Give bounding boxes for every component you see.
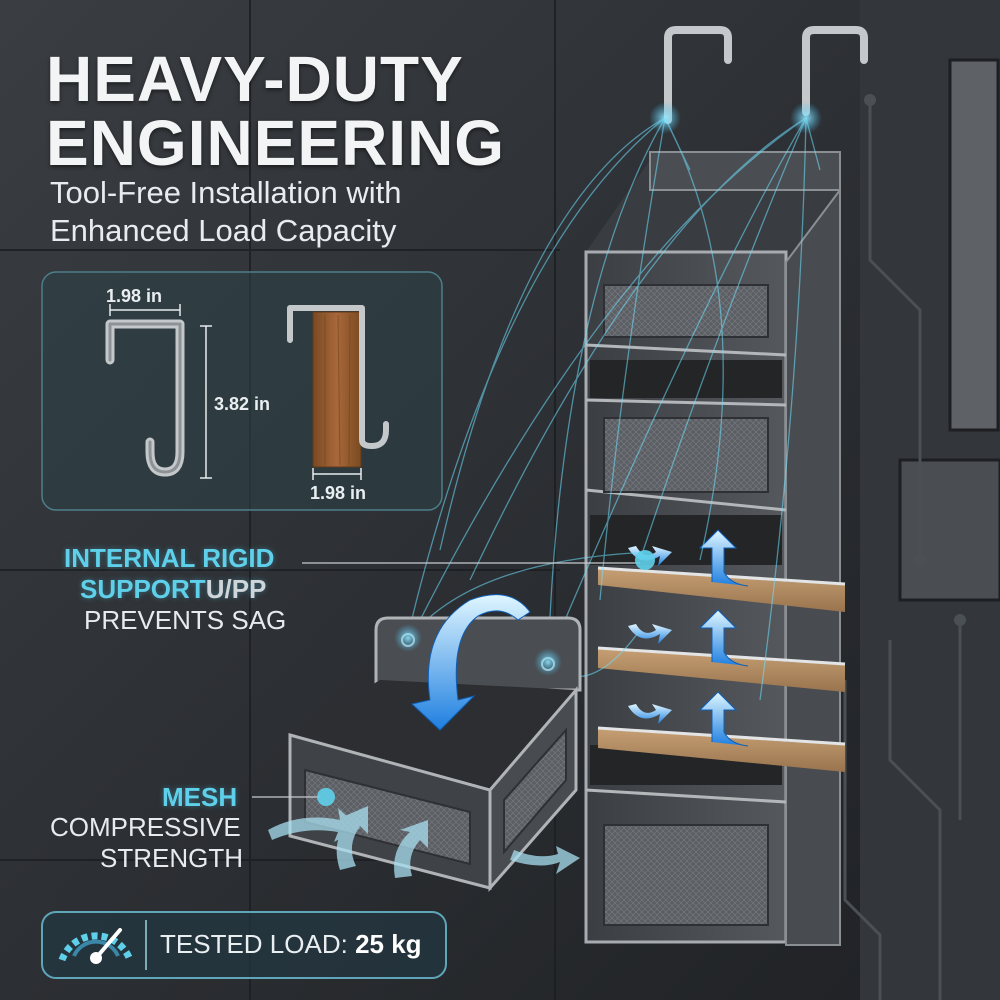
mesh-callout-body-line2: STRENGTH — [100, 843, 243, 873]
support-callout-body: PREVENTS SAG — [84, 605, 287, 635]
subheadline-line2: Enhanced Load Capacity — [50, 213, 397, 248]
support-callout-word: SUPPORT — [80, 574, 206, 604]
support-arrows — [628, 529, 749, 747]
door-thickness-label: 1.98 in — [310, 483, 367, 503]
speedometer-gauge-icon — [58, 928, 134, 964]
headline-line2: ENGINEERING — [46, 107, 506, 179]
subheadline-line1: Tool-Free Installation with — [50, 175, 402, 210]
tested-load-badge: TESTED LOAD: 25 kg — [160, 929, 422, 960]
hook-height-label: 3.82 in — [214, 394, 271, 414]
tested-load-value: 25 kg — [355, 929, 422, 959]
hook-width-label: 1.98 in — [106, 286, 163, 306]
headline-line1: HEAVY-DUTY — [46, 43, 464, 115]
tested-load-label: TESTED LOAD: — [160, 929, 348, 959]
mesh-callout-body-line1: COMPRESSIVE — [50, 812, 241, 842]
mesh-callout-title: MESH — [162, 782, 238, 812]
support-callout-subtitle: SUPPORTU/PP — [80, 573, 266, 605]
support-callout-title: INTERNAL RIGID — [64, 543, 275, 573]
support-callout-material: U/PP — [205, 574, 267, 604]
